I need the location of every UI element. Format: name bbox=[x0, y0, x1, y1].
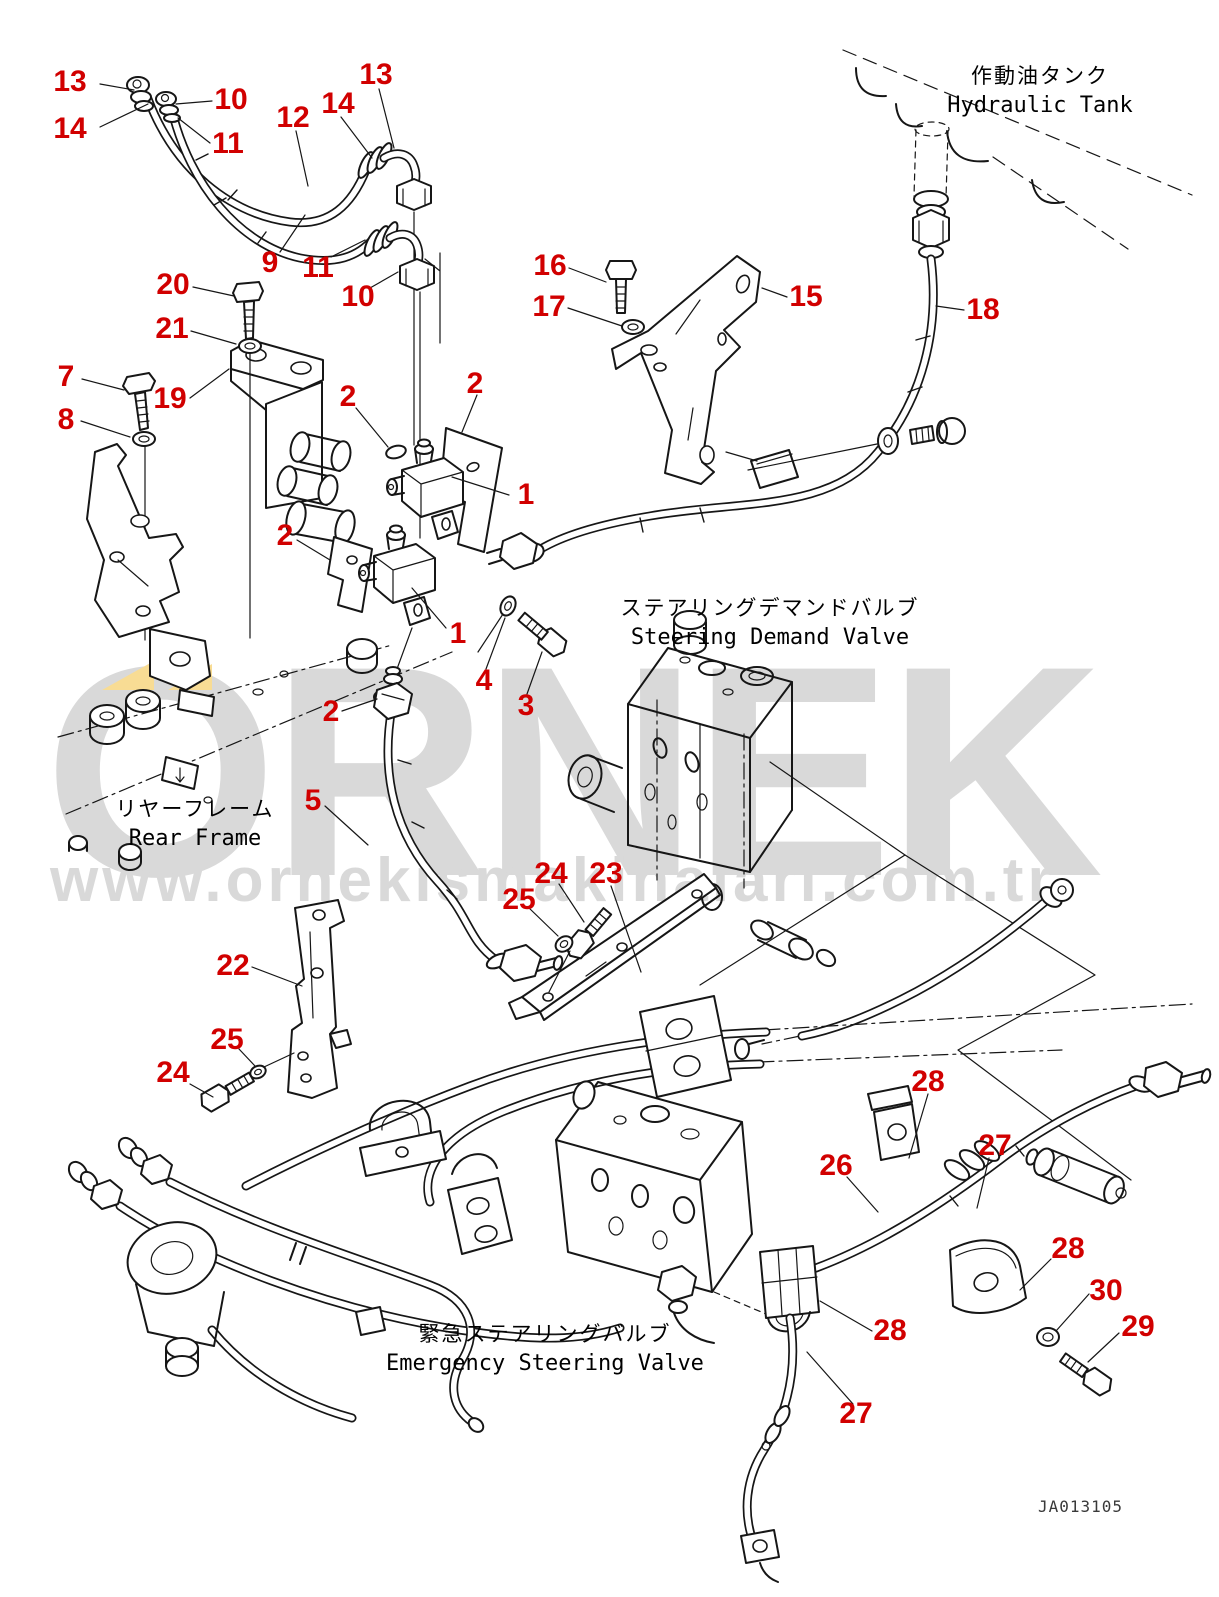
callout-19: 19 bbox=[153, 382, 187, 415]
callout-30: 30 bbox=[1089, 1274, 1123, 1307]
emergency-steering-valve-label-en: Emergency Steering Valve bbox=[386, 1351, 704, 1376]
callout-18: 18 bbox=[966, 293, 1000, 326]
annotation-steering-demand-valve: ステアリングデマンドバルブ Steering Demand Valve bbox=[610, 592, 930, 650]
callout-7: 7 bbox=[57, 360, 75, 393]
callout-10: 10 bbox=[214, 83, 248, 116]
annotation-rear-frame: リヤーフレーム Rear Frame bbox=[105, 793, 285, 851]
callout-11: 11 bbox=[302, 251, 334, 284]
hose-18 bbox=[486, 254, 966, 570]
callout-4: 4 bbox=[475, 664, 493, 697]
hydraulic-tank-label-jp: 作動油タンク bbox=[971, 64, 1109, 88]
bracket-23 bbox=[508, 873, 721, 1021]
callout-2: 2 bbox=[466, 367, 484, 400]
callout-20: 20 bbox=[156, 268, 190, 301]
callout-28: 28 bbox=[873, 1314, 907, 1347]
callout-10: 10 bbox=[341, 280, 375, 313]
steering-demand-valve-block bbox=[567, 610, 1132, 1181]
watermark-brand: ORNEK bbox=[44, 603, 1103, 939]
callout-21: 21 bbox=[155, 312, 189, 345]
callout-9: 9 bbox=[261, 246, 279, 279]
callout-2: 2 bbox=[339, 380, 357, 413]
bracket-19 bbox=[230, 281, 356, 639]
callout-26: 26 bbox=[819, 1149, 853, 1182]
callout-5: 5 bbox=[304, 784, 322, 817]
rear-frame-lines bbox=[57, 638, 453, 871]
callout-3: 3 bbox=[517, 689, 535, 722]
callout-25: 25 bbox=[210, 1023, 244, 1056]
callout-22: 22 bbox=[216, 949, 250, 982]
hydraulic-tank-outline bbox=[842, 49, 1193, 259]
callout-2: 2 bbox=[322, 695, 340, 728]
bracket-22 bbox=[200, 899, 352, 1113]
callout-1: 1 bbox=[517, 478, 535, 511]
steering-demand-valve-label-en: Steering Demand Valve bbox=[630, 625, 910, 650]
callout-28: 28 bbox=[911, 1065, 945, 1098]
rear-frame-label-jp: リヤーフレーム bbox=[115, 797, 275, 821]
callout-28: 28 bbox=[1051, 1232, 1085, 1265]
twin-hoses-top-left bbox=[126, 76, 435, 291]
emergency-steering-valve-block bbox=[555, 1080, 767, 1344]
callout-16: 16 bbox=[533, 249, 567, 282]
callout-17: 17 bbox=[532, 290, 566, 323]
callout-15: 15 bbox=[789, 280, 823, 313]
mid-hose-clamps bbox=[241, 995, 1193, 1255]
hydraulic-tank-label-en: Hydraulic Tank bbox=[947, 93, 1133, 118]
callout-24: 24 bbox=[156, 1056, 190, 1089]
callout-24: 24 bbox=[534, 857, 568, 890]
callout-2: 2 bbox=[276, 519, 294, 552]
annotation-hydraulic-tank: 作動油タンク Hydraulic Tank bbox=[915, 60, 1165, 118]
callout-14: 14 bbox=[53, 112, 87, 145]
rear-frame-label-en: Rear Frame bbox=[128, 826, 262, 851]
plate-code: JA013105 bbox=[1038, 1497, 1124, 1516]
callout-leader-lines bbox=[80, 83, 1120, 1405]
callout-27: 27 bbox=[978, 1129, 1012, 1162]
callout-11: 11 bbox=[212, 127, 244, 160]
emergency-steering-valve-label-jp: 緊急ステアリングバルブ bbox=[418, 1322, 672, 1346]
callout-8: 8 bbox=[57, 403, 75, 436]
callout-27: 27 bbox=[839, 1397, 873, 1430]
watermark-url: www.ornekismakinalari.com.tr bbox=[50, 846, 1056, 915]
callout-1: 1 bbox=[449, 617, 467, 650]
callout-12: 12 bbox=[276, 101, 310, 134]
callout-13: 13 bbox=[359, 58, 393, 91]
annotation-emergency-steering-valve: 緊急ステアリングバルブ Emergency Steering Valve bbox=[375, 1318, 715, 1376]
orbital-steering-unit bbox=[67, 1136, 625, 1433]
hose-26-27-assembly bbox=[740, 1061, 1212, 1583]
bracket-6 bbox=[86, 372, 215, 717]
callout-23: 23 bbox=[589, 857, 623, 890]
callout-29: 29 bbox=[1121, 1310, 1155, 1343]
hose-5 bbox=[373, 666, 564, 982]
valve-assembly-center bbox=[327, 211, 568, 705]
callout-13: 13 bbox=[53, 65, 87, 98]
callout-25: 25 bbox=[502, 883, 536, 916]
bracket-15 bbox=[605, 255, 761, 485]
callout-14: 14 bbox=[321, 87, 355, 120]
steering-demand-valve-label-jp: ステアリングデマンドバルブ bbox=[620, 596, 920, 620]
